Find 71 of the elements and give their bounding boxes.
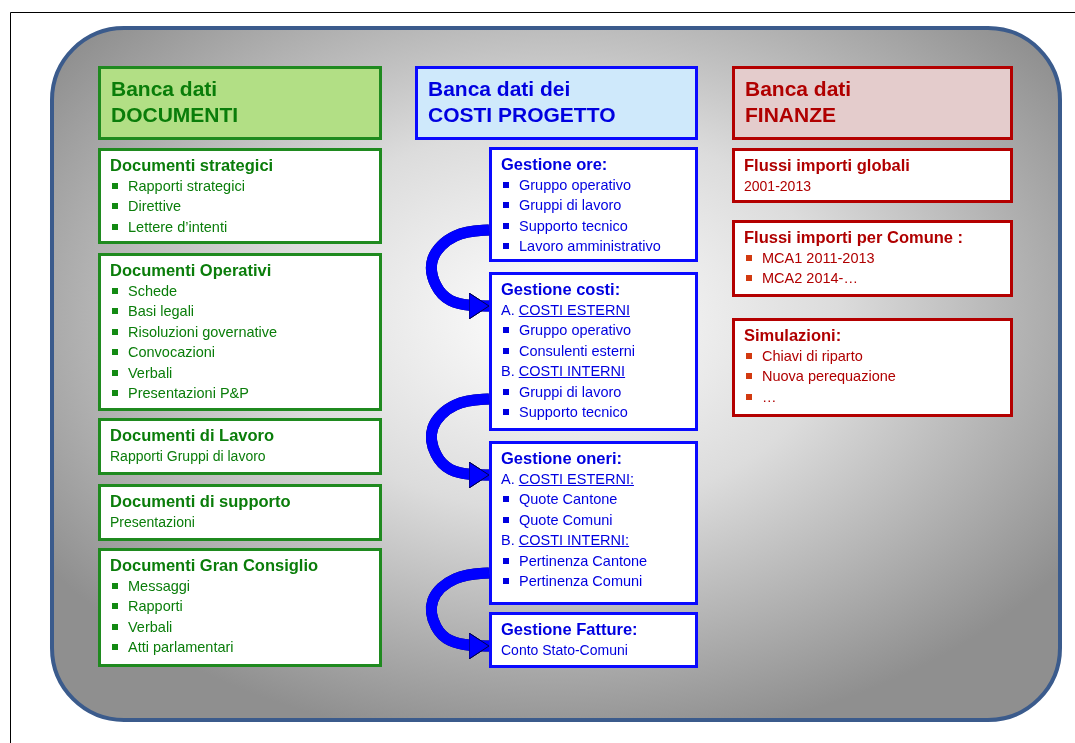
list-item: Gruppo operativo xyxy=(501,175,687,196)
list-item: Supporto tecnico xyxy=(501,402,687,423)
list-item: Schede xyxy=(110,281,371,302)
list-item: Rapporti strategici xyxy=(110,176,371,197)
header-box xyxy=(415,66,698,140)
list-item: Direttive xyxy=(110,196,371,217)
list-item: Lavoro amministrativo xyxy=(501,236,687,257)
box-heading: Documenti di Lavoro xyxy=(110,425,276,446)
box-heading: Documenti Gran Consiglio xyxy=(110,555,320,576)
list-item: Gruppo operativo xyxy=(501,320,687,341)
list-item: Convocazioni xyxy=(110,342,371,363)
category-box xyxy=(732,148,1013,203)
box-text: 2001-2013 xyxy=(744,177,812,196)
box-heading: Documenti strategici xyxy=(110,155,275,176)
category-box xyxy=(489,612,698,668)
box-heading: Documenti Operativi xyxy=(110,260,273,281)
box-text: Presentazioni xyxy=(110,513,196,532)
category-box xyxy=(489,147,698,262)
list-item: … xyxy=(744,386,1002,408)
list-item: Pertinenza Comuni xyxy=(501,571,687,592)
curved-arrow xyxy=(425,393,492,489)
list-item: Gruppi di lavoro xyxy=(501,195,687,216)
list-item: Consulenti esterni xyxy=(501,340,687,362)
box-heading: Flussi importi globali xyxy=(744,155,911,176)
curved-arrow xyxy=(425,567,492,660)
list-item: Risoluzioni governative xyxy=(110,321,371,343)
category-box xyxy=(732,220,1013,297)
list-item: Lettere d’intenti xyxy=(110,216,371,238)
box-text: Rapporti Gruppi di lavoro xyxy=(110,447,267,466)
list-item: Nuova perequazione xyxy=(744,366,1002,387)
list-item: Verbali xyxy=(110,362,371,384)
box-heading: Gestione Fatture: xyxy=(501,619,639,640)
list-item: Quote Cantone xyxy=(501,489,687,510)
category-box xyxy=(98,148,382,244)
list-item: MCA1 2011-2013 xyxy=(744,248,1002,269)
list-item: Chiavi di riparto xyxy=(744,346,1002,367)
category-box xyxy=(98,418,382,475)
category-box xyxy=(732,318,1013,417)
box-heading: Gestione ore: xyxy=(501,154,609,175)
category-box xyxy=(489,272,698,431)
list-item: Pertinenza Cantone xyxy=(501,550,687,572)
list-item: Messaggi xyxy=(110,576,371,597)
list-item: Atti parlamentari xyxy=(110,637,371,658)
list-item: Basi legali xyxy=(110,301,371,322)
section-label: B. COSTI INTERNI: xyxy=(501,531,631,551)
section-label: A. COSTI ESTERNI xyxy=(501,301,631,320)
category-box xyxy=(98,548,382,667)
section-label: A. COSTI ESTERNI: xyxy=(501,470,635,489)
box-text: Conto Stato-Comuni xyxy=(501,641,629,660)
list-item: Verbali xyxy=(110,616,371,638)
column-title: Banca dati DOCUMENTI xyxy=(111,76,240,128)
box-heading: Gestione costi: xyxy=(501,279,622,300)
category-box xyxy=(98,484,382,541)
column-title: Banca dati dei COSTI PROGETTO xyxy=(428,76,617,128)
section-label: B. COSTI INTERNI xyxy=(501,362,627,382)
box-heading: Simulazioni: xyxy=(744,325,843,346)
box-heading: Gestione oneri: xyxy=(501,448,624,469)
curved-arrow xyxy=(425,224,492,320)
list-item: Supporto tecnico xyxy=(501,215,687,237)
list-item: Quote Comuni xyxy=(501,509,687,531)
list-item: Presentazioni P&P xyxy=(110,383,371,404)
category-box xyxy=(489,441,698,605)
list-item: Rapporti xyxy=(110,596,371,617)
list-item: Gruppi di lavoro xyxy=(501,381,687,403)
header-box xyxy=(98,66,382,140)
category-box xyxy=(98,253,382,411)
header-box xyxy=(732,66,1013,140)
box-heading: Flussi importi per Comune : xyxy=(744,227,965,248)
column-title: Banca dati FINANZE xyxy=(745,76,853,128)
box-heading: Documenti di supporto xyxy=(110,491,292,512)
list-item: MCA2 2014-… xyxy=(744,268,1002,289)
